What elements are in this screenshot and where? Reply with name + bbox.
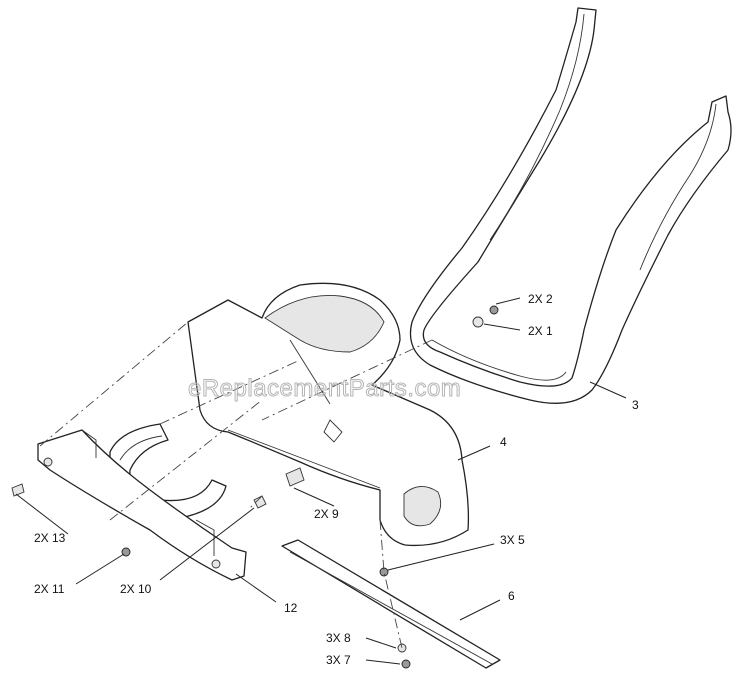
callout-3x-5: 3X 5: [500, 533, 525, 547]
frame-hole-icon: [211, 559, 221, 569]
handle-assembly: [409, 7, 732, 404]
callout-6: 6: [508, 589, 515, 603]
handle-nut-icon: [489, 305, 499, 315]
callout-labels: 2X 2 2X 1 3 4 3X 5 6 3X 8 3X 7 2X 9 2X 1…: [34, 292, 639, 667]
callout-4: 4: [500, 435, 507, 449]
frame-bar: [37, 429, 247, 581]
callout-2x-1: 2X 1: [528, 324, 553, 338]
callout-2x-11: 2X 11: [34, 582, 65, 596]
callout-12: 12: [284, 601, 298, 615]
frame-hole-icon: [43, 457, 53, 467]
callout-3x-7: 3X 7: [326, 653, 351, 667]
handle-bolt-icon: [472, 316, 484, 328]
bolt-8-icon: [397, 643, 407, 653]
scraper-blade: [281, 539, 501, 669]
alignment-lines: [39, 321, 433, 649]
callout-2x-9: 2X 9: [314, 507, 339, 521]
callout-3: 3: [632, 398, 639, 412]
callout-2x-13: 2X 13: [34, 531, 66, 545]
watermark: eReplacementParts.com: [188, 375, 461, 402]
callout-2x-10: 2X 10: [120, 582, 152, 596]
leader-lines: [15, 297, 627, 665]
bolt-10-icon: [253, 495, 267, 509]
nut-7-icon: [401, 659, 411, 669]
bolt-13-icon: [11, 483, 25, 497]
hardware-items: [11, 467, 411, 669]
callout-2x-2: 2X 2: [528, 292, 553, 306]
callout-3x-8: 3X 8: [326, 631, 351, 645]
plate-9-icon: [285, 467, 305, 487]
auger-housing: [187, 282, 470, 547]
